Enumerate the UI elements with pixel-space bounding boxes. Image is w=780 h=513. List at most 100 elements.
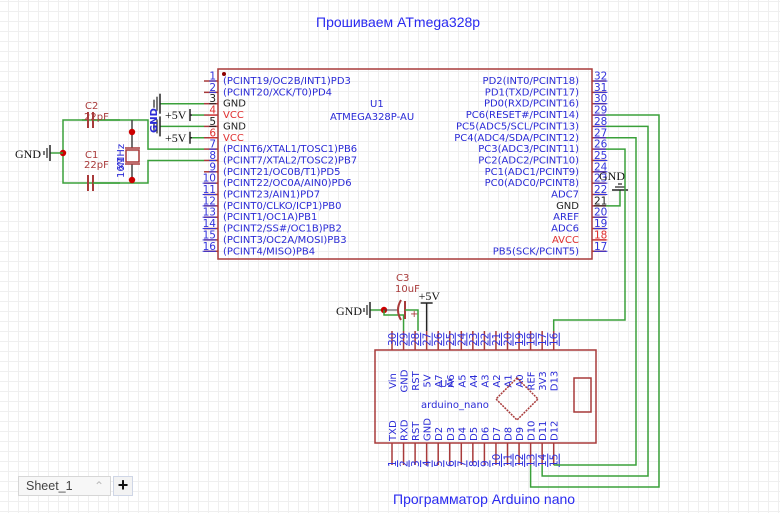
u2-pin-name: D6 bbox=[480, 427, 491, 441]
u2-pin-name: 3V3 bbox=[538, 371, 549, 391]
u2-pin-name: D4 bbox=[457, 427, 468, 441]
u1-pin-name: (PCINT21/OC0B/T1)PD5 bbox=[223, 167, 340, 178]
junction-dot bbox=[128, 176, 136, 184]
u2-pin-name: RST bbox=[411, 370, 422, 390]
u2-pin-number: 29 bbox=[399, 333, 411, 346]
u2-pin-number: 14 bbox=[537, 453, 549, 467]
u1-pin-name: PC2(ADC2/PCINT10) bbox=[478, 155, 579, 166]
vcc-label: +5V bbox=[165, 131, 187, 145]
u2-pin-number: 30 bbox=[387, 333, 399, 346]
u2-pin-number: 7 bbox=[456, 460, 468, 467]
u1-pin-name: VCC bbox=[223, 133, 244, 144]
reset-button-icon bbox=[573, 377, 592, 413]
pin1-marker bbox=[222, 72, 226, 76]
u1-pin-name: PD2(INT0/PCINT18) bbox=[483, 76, 580, 87]
u2-pin-number: 23 bbox=[468, 333, 480, 346]
u1-pin-name: PD0(RXD/PCINT16) bbox=[484, 99, 579, 110]
u1-pin-number: 7 bbox=[209, 139, 216, 151]
u2-pin-number: 11 bbox=[503, 454, 515, 467]
u1-pin-number: 26 bbox=[594, 139, 608, 151]
u2-pin-number: 17 bbox=[537, 333, 549, 346]
c3-ref: C3 bbox=[396, 273, 409, 284]
sheet-tab[interactable]: Sheet_1 ⌃ bbox=[18, 476, 111, 496]
chevron-up-icon[interactable]: ⌃ bbox=[93, 479, 104, 493]
c3-plate bbox=[397, 299, 402, 321]
u1-value: ATMEGA328P-AU bbox=[330, 112, 414, 123]
u1-pin-number: 18 bbox=[594, 229, 607, 241]
vcc-label: +5V bbox=[419, 289, 441, 303]
u2-body bbox=[374, 349, 597, 444]
u2-pin-number: 28 bbox=[410, 333, 422, 346]
u2-pin-name: D10 bbox=[527, 421, 538, 441]
x1-value: 16MHz bbox=[116, 144, 127, 178]
u2-ref: U2 bbox=[440, 379, 454, 390]
u2-pin-name: D7 bbox=[492, 427, 503, 441]
u1-pin-name: (PCINT1/OC1A)PB1 bbox=[223, 212, 317, 223]
u1-pin-name: PC5(ADC5/SCL/PCINT13) bbox=[456, 121, 579, 132]
u1-pin-number: 1 bbox=[209, 71, 216, 83]
u2-pin-number: 10 bbox=[491, 454, 503, 467]
u1-pin-number: 16 bbox=[203, 241, 217, 253]
u1-pin-name: GND bbox=[223, 121, 246, 132]
u1-pin-name: (PCINT22/OC0A/AIN0)PD6 bbox=[223, 178, 352, 189]
gnd-label: GND bbox=[149, 108, 160, 133]
u2-pin-number: 21 bbox=[491, 333, 503, 346]
u1-pin-name: PB5(SCK/PCINT5) bbox=[493, 246, 579, 257]
u2-value: arduino_nano bbox=[421, 400, 489, 411]
u2-pin-number: 15 bbox=[549, 454, 561, 467]
u2-pin-name: GND bbox=[423, 418, 434, 441]
u1-pin-name: ADC7 bbox=[551, 190, 579, 201]
u2-pin-number: 4 bbox=[422, 460, 434, 467]
u2-pin-number: 25 bbox=[445, 333, 457, 346]
u1-pin-number: 31 bbox=[594, 82, 607, 94]
u2-pin-name: D8 bbox=[504, 427, 515, 441]
u2-pin-name: RXD bbox=[400, 419, 411, 441]
u1-pin-number: 11 bbox=[203, 184, 216, 196]
u2-pin-number: 27 bbox=[422, 333, 434, 346]
add-sheet-button[interactable]: + bbox=[113, 476, 133, 496]
x1-ref: X1 bbox=[116, 157, 127, 170]
gnd-label: GND bbox=[15, 147, 41, 161]
u2-pin-name: D12 bbox=[550, 421, 561, 441]
u1-pin-number: 12 bbox=[203, 195, 216, 207]
wire bbox=[541, 125, 649, 477]
u2-pin-number: 24 bbox=[456, 332, 468, 346]
u2-pin-name: GND bbox=[400, 369, 411, 392]
u1-pin-name: VCC bbox=[223, 110, 244, 121]
u1-pin-number: 10 bbox=[203, 173, 216, 185]
u1-pin-number: 13 bbox=[203, 207, 216, 219]
u2-pin-name: REF bbox=[527, 371, 538, 390]
u1-pin-name: ADC6 bbox=[551, 224, 579, 235]
u1-pin-name: PC1(ADC1/PCINT9) bbox=[485, 167, 579, 178]
u2-pin-name: A7 bbox=[434, 374, 445, 387]
u2-pin-number: 20 bbox=[503, 333, 515, 346]
u2-pin-name: A2 bbox=[492, 374, 503, 387]
u1-pin-number: 14 bbox=[203, 218, 217, 230]
u2-pin-name: RST bbox=[411, 421, 422, 441]
wire bbox=[606, 190, 621, 207]
wire bbox=[552, 148, 626, 331]
u1-pin-number: 17 bbox=[594, 241, 607, 253]
u2-pin-name: D11 bbox=[538, 421, 549, 441]
u1-pin-name: (PCINT4/MISO)PB4 bbox=[223, 246, 315, 257]
wire bbox=[553, 137, 637, 466]
u2-pin-name: D5 bbox=[469, 427, 480, 441]
u1-pin-number: 27 bbox=[594, 127, 607, 139]
u2-pin-number: 2 bbox=[399, 460, 411, 467]
u1-pin-number: 4 bbox=[209, 105, 216, 117]
u2-pin-number: 9 bbox=[479, 460, 491, 467]
u1-pin-name: (PCINT19/OC2B/INT1)PD3 bbox=[223, 76, 351, 87]
u1-pin-number: 15 bbox=[203, 229, 216, 241]
u1-pin-name: (PCINT23/AIN1)PD7 bbox=[223, 190, 320, 201]
u1-pin-number: 24 bbox=[594, 161, 608, 173]
gnd-label: GND bbox=[336, 304, 362, 318]
u1-pin-name: PC4(ADC4/SDA/PCINT12) bbox=[454, 133, 579, 144]
u2-pin-number: 18 bbox=[526, 333, 538, 346]
u1-pin-number: 22 bbox=[594, 184, 607, 196]
u1-pin-name: PC0(ADC0/PCINT8) bbox=[485, 178, 579, 189]
wire bbox=[529, 114, 660, 488]
u1-pin-name: GND bbox=[556, 201, 579, 212]
u1-pin-number: 2 bbox=[209, 82, 216, 94]
u2-pin-number: 19 bbox=[514, 333, 526, 346]
